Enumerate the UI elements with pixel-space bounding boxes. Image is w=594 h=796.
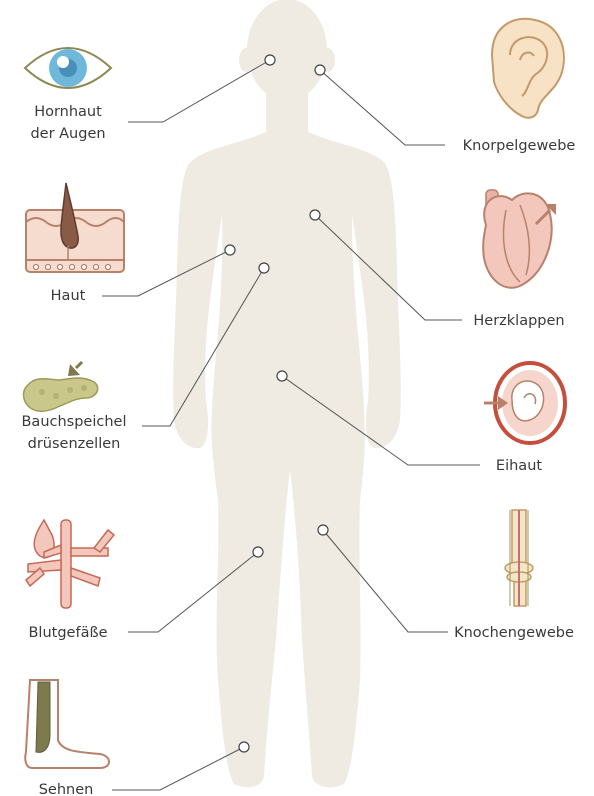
marker-cornea[interactable] [265,55,275,65]
marker-skin[interactable] [225,245,235,255]
embryo-icon [484,363,565,443]
label-heart-valves: Herzklappen [473,313,564,329]
marker-cartilage[interactable] [315,65,325,75]
blood-vessel-icon [26,520,114,608]
marker-heart-valves[interactable] [310,210,320,220]
eye-icon [25,48,111,88]
label-cornea-line1: Hornhaut [34,104,102,120]
label-pancreas-line1: Bauchspeichel [21,414,126,430]
pancreas-icon [24,362,98,411]
label-cartilage: Knorpelgewebe [463,138,576,154]
marker-amnion[interactable] [277,371,287,381]
label-bone: Knochengewebe [454,625,574,641]
label-amnion: Eihaut [496,458,542,474]
marker-blood-vessels[interactable] [253,547,263,557]
marker-bone[interactable] [318,525,328,535]
label-blood-vessels: Blutgefäße [28,625,107,641]
leader-tendons [112,747,244,790]
ear-icon [492,19,564,118]
bone-icon [505,510,533,606]
leader-cartilage [320,70,445,145]
label-cornea-line2: der Augen [30,126,105,142]
heart-icon [483,190,556,288]
marker-tendons[interactable] [239,742,249,752]
label-skin: Haut [51,288,86,304]
label-tendons: Sehnen [39,782,94,796]
marker-pancreas[interactable] [259,263,269,273]
skin-icon [26,183,124,272]
label-pancreas-line2: drüsenzellen [28,436,121,452]
body-silhouette [173,0,401,787]
tendon-icon [25,680,109,768]
